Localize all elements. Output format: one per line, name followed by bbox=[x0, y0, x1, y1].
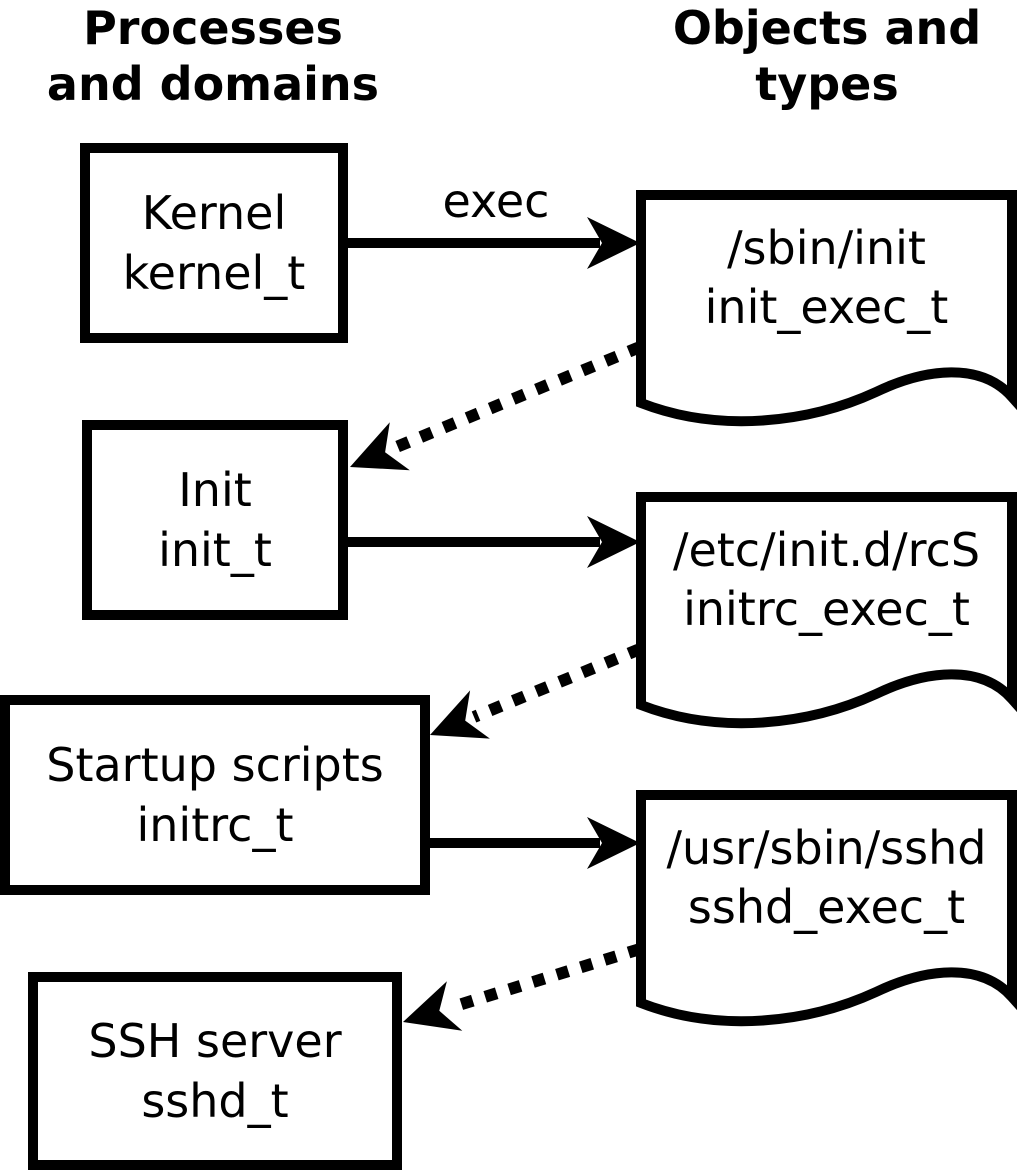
process-name: Init bbox=[178, 463, 252, 517]
object-label: /sbin/init init_exec_t bbox=[636, 190, 1017, 445]
object-type: sshd_exec_t bbox=[687, 879, 966, 934]
document-shape-outline bbox=[636, 790, 1017, 1027]
process-name: SSH server bbox=[88, 1014, 342, 1068]
process-domain: sshd_t bbox=[141, 1074, 289, 1128]
exec-arrow-kernel-to-sbin-init bbox=[345, 217, 640, 269]
process-box-init: Init init_t bbox=[82, 420, 348, 620]
document-shape bbox=[636, 492, 1017, 729]
document-shape bbox=[636, 190, 1017, 427]
column-heading-objects: Objects and types bbox=[620, 0, 1024, 112]
process-domain: init_t bbox=[158, 523, 272, 577]
transition-arrow-sbin-init-to-init bbox=[350, 341, 643, 471]
exec-arrow-startup-to-sshd bbox=[427, 817, 640, 869]
dotted-arrow-line bbox=[471, 643, 643, 723]
process-box-ssh-server: SSH server sshd_t bbox=[28, 972, 402, 1170]
transition-arrow-rcs-to-startup bbox=[430, 643, 643, 739]
arrowhead-icon bbox=[587, 516, 640, 568]
object-path: /sbin/init bbox=[727, 220, 926, 275]
object-label: /etc/init.d/rcS initrc_exec_t bbox=[636, 492, 1017, 747]
process-name: Kernel bbox=[141, 186, 287, 240]
object-type: initrc_exec_t bbox=[683, 581, 970, 636]
dotted-arrow-line bbox=[447, 943, 642, 1014]
process-box-kernel: Kernel kernel_t bbox=[80, 143, 348, 343]
heading-line: types bbox=[755, 57, 899, 111]
object-doc-etc-initd-rcs: /etc/init.d/rcS initrc_exec_t bbox=[636, 492, 1017, 747]
column-heading-processes: Processes and domains bbox=[0, 0, 426, 112]
process-box-startup-scripts: Startup scripts initrc_t bbox=[0, 695, 430, 895]
object-path: /usr/sbin/sshd bbox=[666, 820, 987, 875]
object-path: /etc/init.d/rcS bbox=[672, 522, 981, 577]
heading-line: Objects and bbox=[672, 1, 982, 55]
document-shape bbox=[636, 790, 1017, 1027]
object-doc-sbin-init: /sbin/init init_exec_t bbox=[636, 190, 1017, 445]
object-type: init_exec_t bbox=[704, 279, 949, 334]
arrowhead-icon bbox=[587, 217, 640, 269]
heading-line: and domains bbox=[46, 57, 380, 111]
object-doc-usr-sbin-sshd: /usr/sbin/sshd sshd_exec_t bbox=[636, 790, 1017, 1045]
process-name: Startup scripts bbox=[46, 738, 384, 792]
document-shape-outline bbox=[636, 190, 1017, 427]
dotted-arrow-line bbox=[391, 341, 643, 454]
process-domain: initrc_t bbox=[136, 798, 294, 852]
arrowhead-icon bbox=[587, 817, 640, 869]
process-domain: kernel_t bbox=[122, 246, 306, 300]
arrowhead-icon bbox=[350, 422, 410, 471]
arrowhead-icon bbox=[430, 690, 490, 739]
object-label: /usr/sbin/sshd sshd_exec_t bbox=[636, 790, 1017, 1045]
arrowhead-icon bbox=[403, 981, 463, 1031]
exec-arrow-label: exec bbox=[442, 174, 550, 228]
transition-arrow-sshd-to-ssh-server bbox=[403, 943, 642, 1031]
heading-line: Processes bbox=[83, 1, 343, 55]
document-shape-outline bbox=[636, 492, 1017, 729]
exec-arrow-init-to-rcs bbox=[345, 516, 640, 568]
